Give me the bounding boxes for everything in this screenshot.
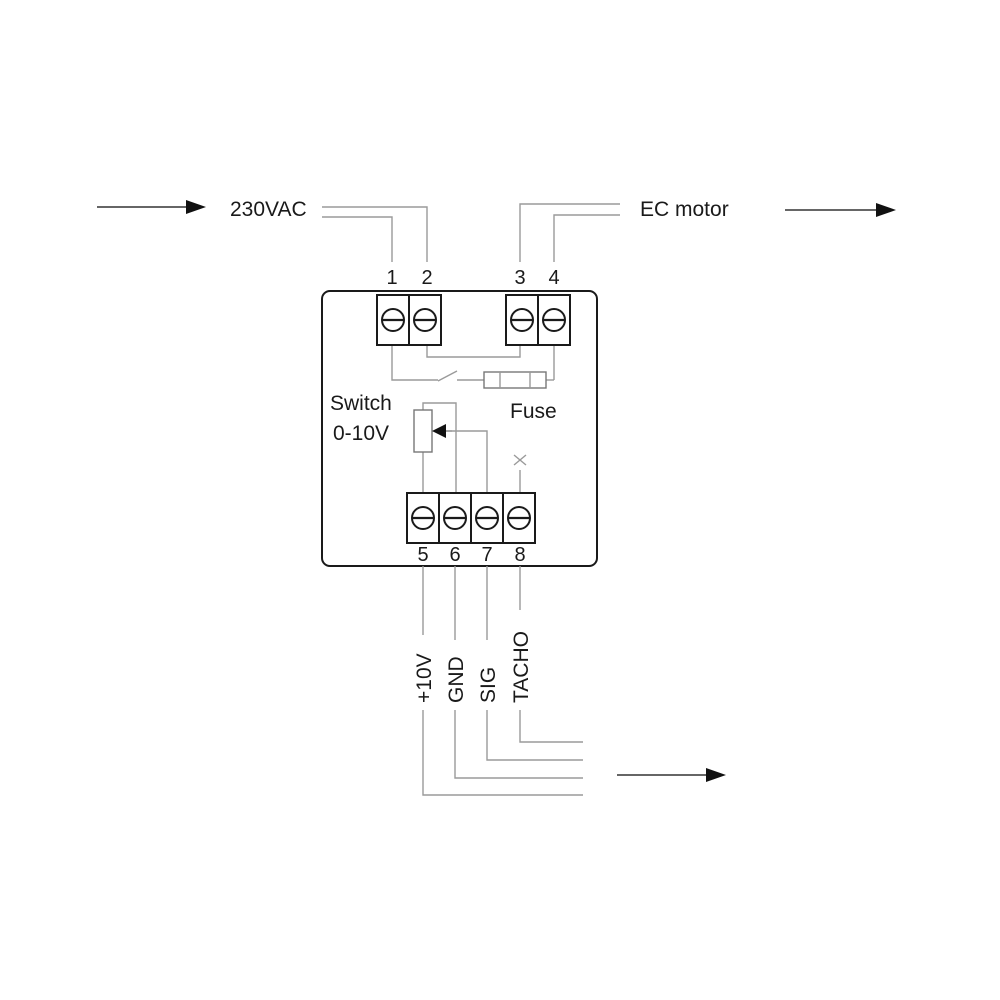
terminal-block-control [406, 492, 536, 544]
control-wires [422, 566, 583, 796]
terminal-number-3: 3 [514, 267, 525, 289]
signal-label-plus10v: +10V [413, 653, 436, 703]
switch-label: Switch [330, 392, 392, 415]
terminal-number-8: 8 [514, 544, 525, 566]
control-output-arrow [617, 768, 726, 782]
internal-wiring [391, 345, 555, 495]
input-power-label: 230VAC [230, 198, 307, 221]
terminal-number-5: 5 [417, 544, 428, 566]
terminal-number-7: 7 [481, 544, 492, 566]
terminal-number-4: 4 [548, 267, 559, 289]
terminal-number-1: 1 [386, 267, 397, 289]
signal-label-gnd: GND [445, 656, 468, 703]
fuse-label: Fuse [510, 400, 557, 423]
output-arrow [785, 203, 896, 217]
signal-label-sig: SIG [477, 667, 500, 703]
input-wires [322, 206, 428, 262]
potentiometer [413, 409, 452, 453]
switch-range-label: 0-10V [333, 422, 389, 445]
terminal-block-motor [505, 294, 571, 346]
output-wires [519, 203, 620, 262]
terminal-number-6: 6 [449, 544, 460, 566]
output-motor-label: EC motor [640, 198, 729, 221]
terminal-number-2: 2 [421, 267, 432, 289]
input-arrow [97, 200, 206, 214]
signal-label-tacho: TACHO [510, 631, 533, 703]
fuse [483, 371, 547, 389]
terminal-block-power [376, 294, 442, 346]
